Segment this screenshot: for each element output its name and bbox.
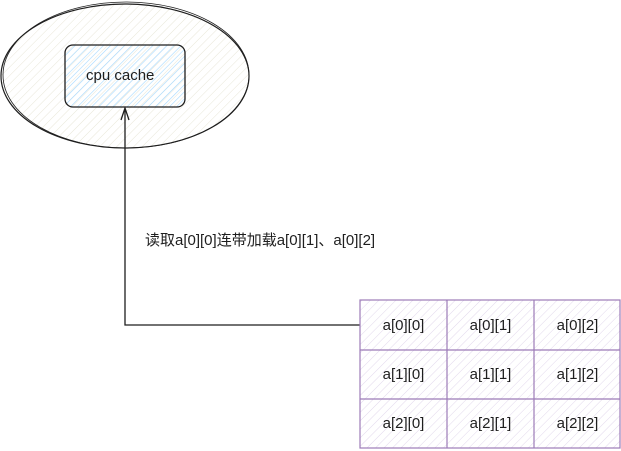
array-cell: a[0][0] (382, 317, 425, 334)
array-cell: a[2][1] (469, 415, 512, 432)
cpu-cache-label: cpu cache (86, 67, 155, 84)
array-cell: a[0][1] (469, 317, 512, 334)
load-arrow (120, 105, 360, 326)
array-cell: a[1][0] (382, 366, 425, 383)
arrow-label: 读取a[0][0]连带加载a[0][1]、a[0][2] (145, 232, 376, 249)
array-cell: a[1][2] (556, 366, 599, 383)
array-cell: a[0][2] (556, 317, 599, 334)
array-cell: a[2][0] (382, 415, 425, 432)
array-cell: a[2][2] (556, 415, 599, 432)
array-cell: a[1][1] (469, 366, 512, 383)
array-grid (359, 299, 621, 449)
